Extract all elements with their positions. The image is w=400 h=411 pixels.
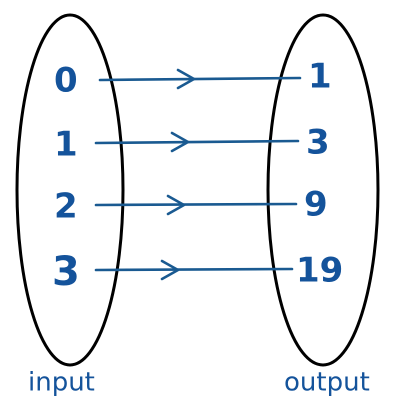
arrow-1 <box>98 68 302 90</box>
output-value-1: 1 <box>308 57 332 97</box>
input-value-4: 3 <box>52 249 80 295</box>
arrow-2 <box>94 131 300 153</box>
input-value-1: 0 <box>54 61 78 101</box>
input-value-2: 1 <box>54 125 78 165</box>
output-value-3: 9 <box>304 185 328 225</box>
output-set-ellipse <box>266 13 380 367</box>
output-label: output <box>284 368 370 398</box>
arrow-3 <box>94 194 298 216</box>
output-value-2: 3 <box>306 123 330 163</box>
input-label: input <box>28 368 95 398</box>
input-set-ellipse <box>15 13 125 367</box>
input-value-3: 2 <box>54 187 78 227</box>
output-value-4: 19 <box>296 251 343 291</box>
arrow-4 <box>94 259 294 281</box>
